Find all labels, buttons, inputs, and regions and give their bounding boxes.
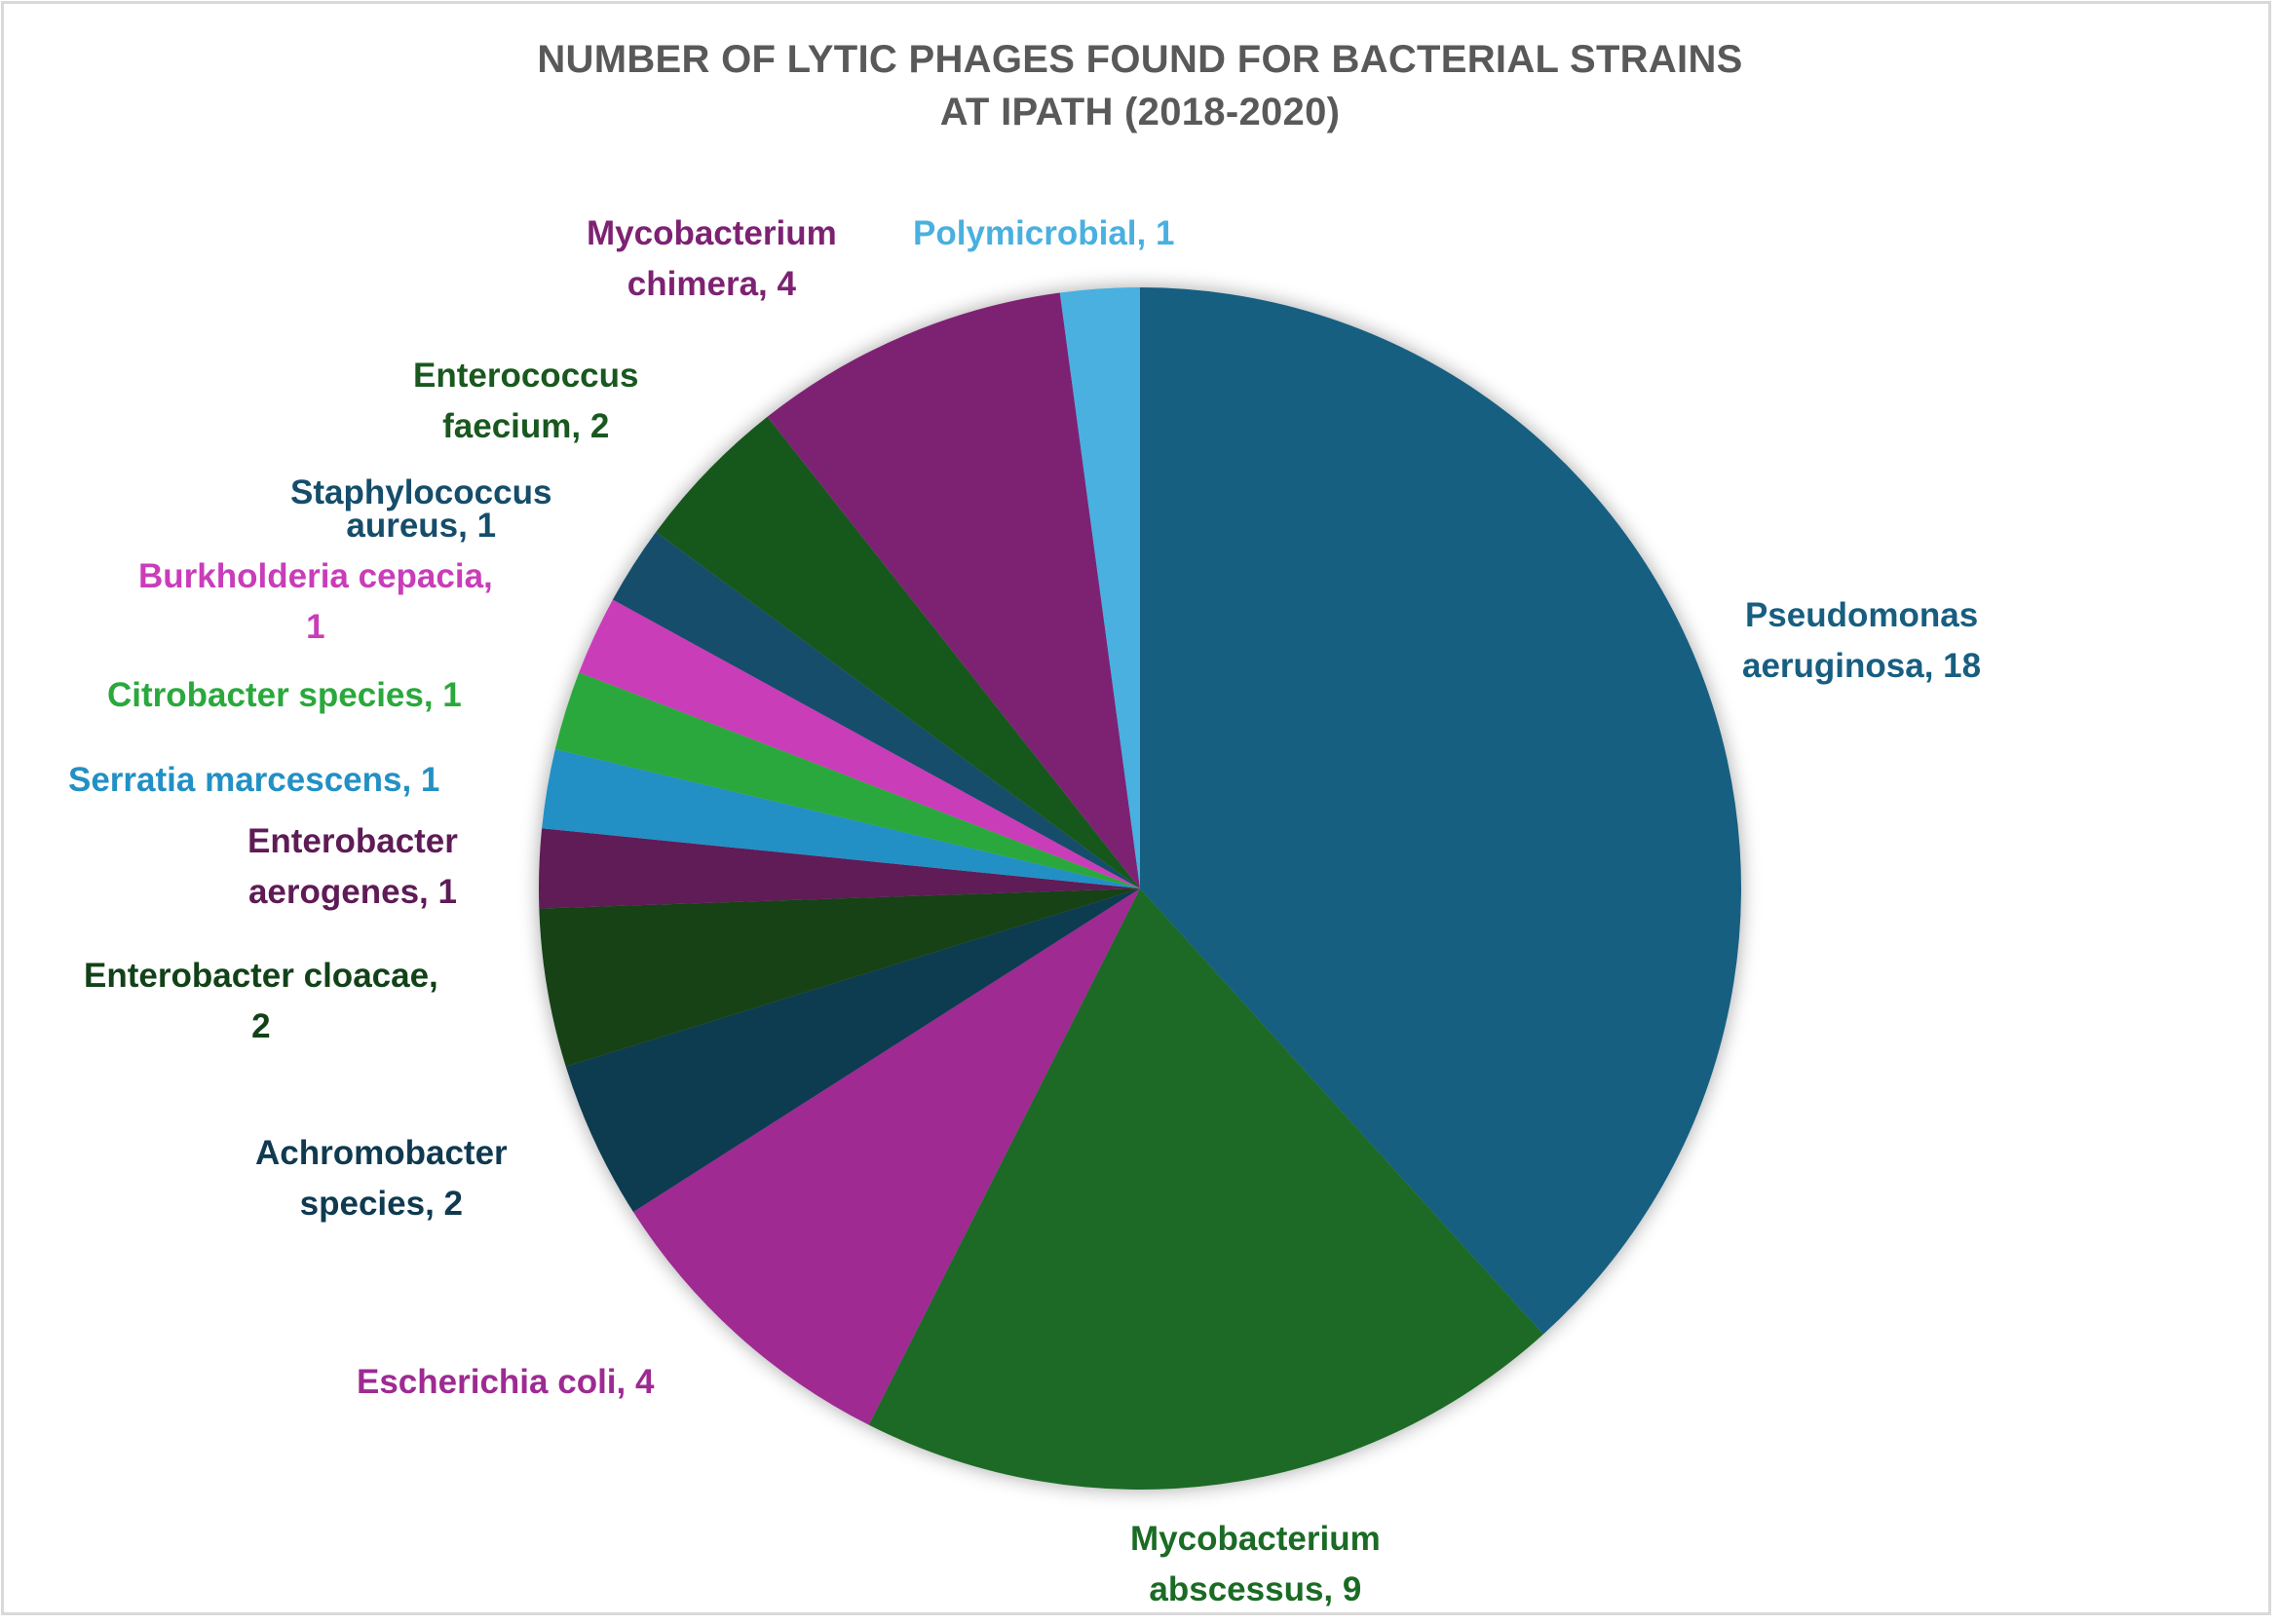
- label-citrobacter-species: Citrobacter species, 1: [107, 676, 462, 714]
- label-burkholderia-cepacia: Burkholderia cepacia,1: [138, 557, 493, 646]
- pie-slice-pseudomonas-aeruginosa: [1140, 287, 1741, 1335]
- pie-slices: [539, 287, 1741, 1490]
- label-escherichia-coli: Escherichia coli, 4: [357, 1363, 655, 1401]
- pie-slice-serratia-marcescens: [542, 748, 1140, 888]
- pie-slice-achromobacter-species: [565, 888, 1140, 1212]
- pie-slice-enterobacter-aerogenes: [539, 828, 1140, 909]
- pie-slice-enterobacter-cloacae: [539, 888, 1140, 1067]
- pie-slice-citrobacter-species: [554, 672, 1140, 888]
- pie-slice-mycobacterium-abscessus: [868, 888, 1543, 1490]
- pie-slice-escherichia-coli: [632, 888, 1140, 1425]
- chart-title-line-2: AT IPATH (2018-2020): [939, 91, 1341, 133]
- pie-slice-enterococcus-faecium: [656, 416, 1140, 888]
- label-polymicrobial: Polymicrobial, 1: [913, 214, 1175, 252]
- pie-slice-mycobacterium-chimera: [767, 292, 1140, 888]
- pie-slice-polymicrobial: [1059, 287, 1140, 888]
- pie-slice-burkholderia-cepacia: [579, 599, 1140, 888]
- chart-title: NUMBER OF LYTIC PHAGES FOUND FOR BACTERI…: [0, 33, 2280, 138]
- label-serratia-marcescens: Serratia marcescens, 1: [68, 761, 440, 799]
- pie-slice-staphylococcus-aureus: [612, 532, 1140, 888]
- chart-title-line-1: NUMBER OF LYTIC PHAGES FOUND FOR BACTERI…: [537, 38, 1743, 81]
- label-enterobacter-cloacae: Enterobacter cloacae,2: [84, 957, 438, 1045]
